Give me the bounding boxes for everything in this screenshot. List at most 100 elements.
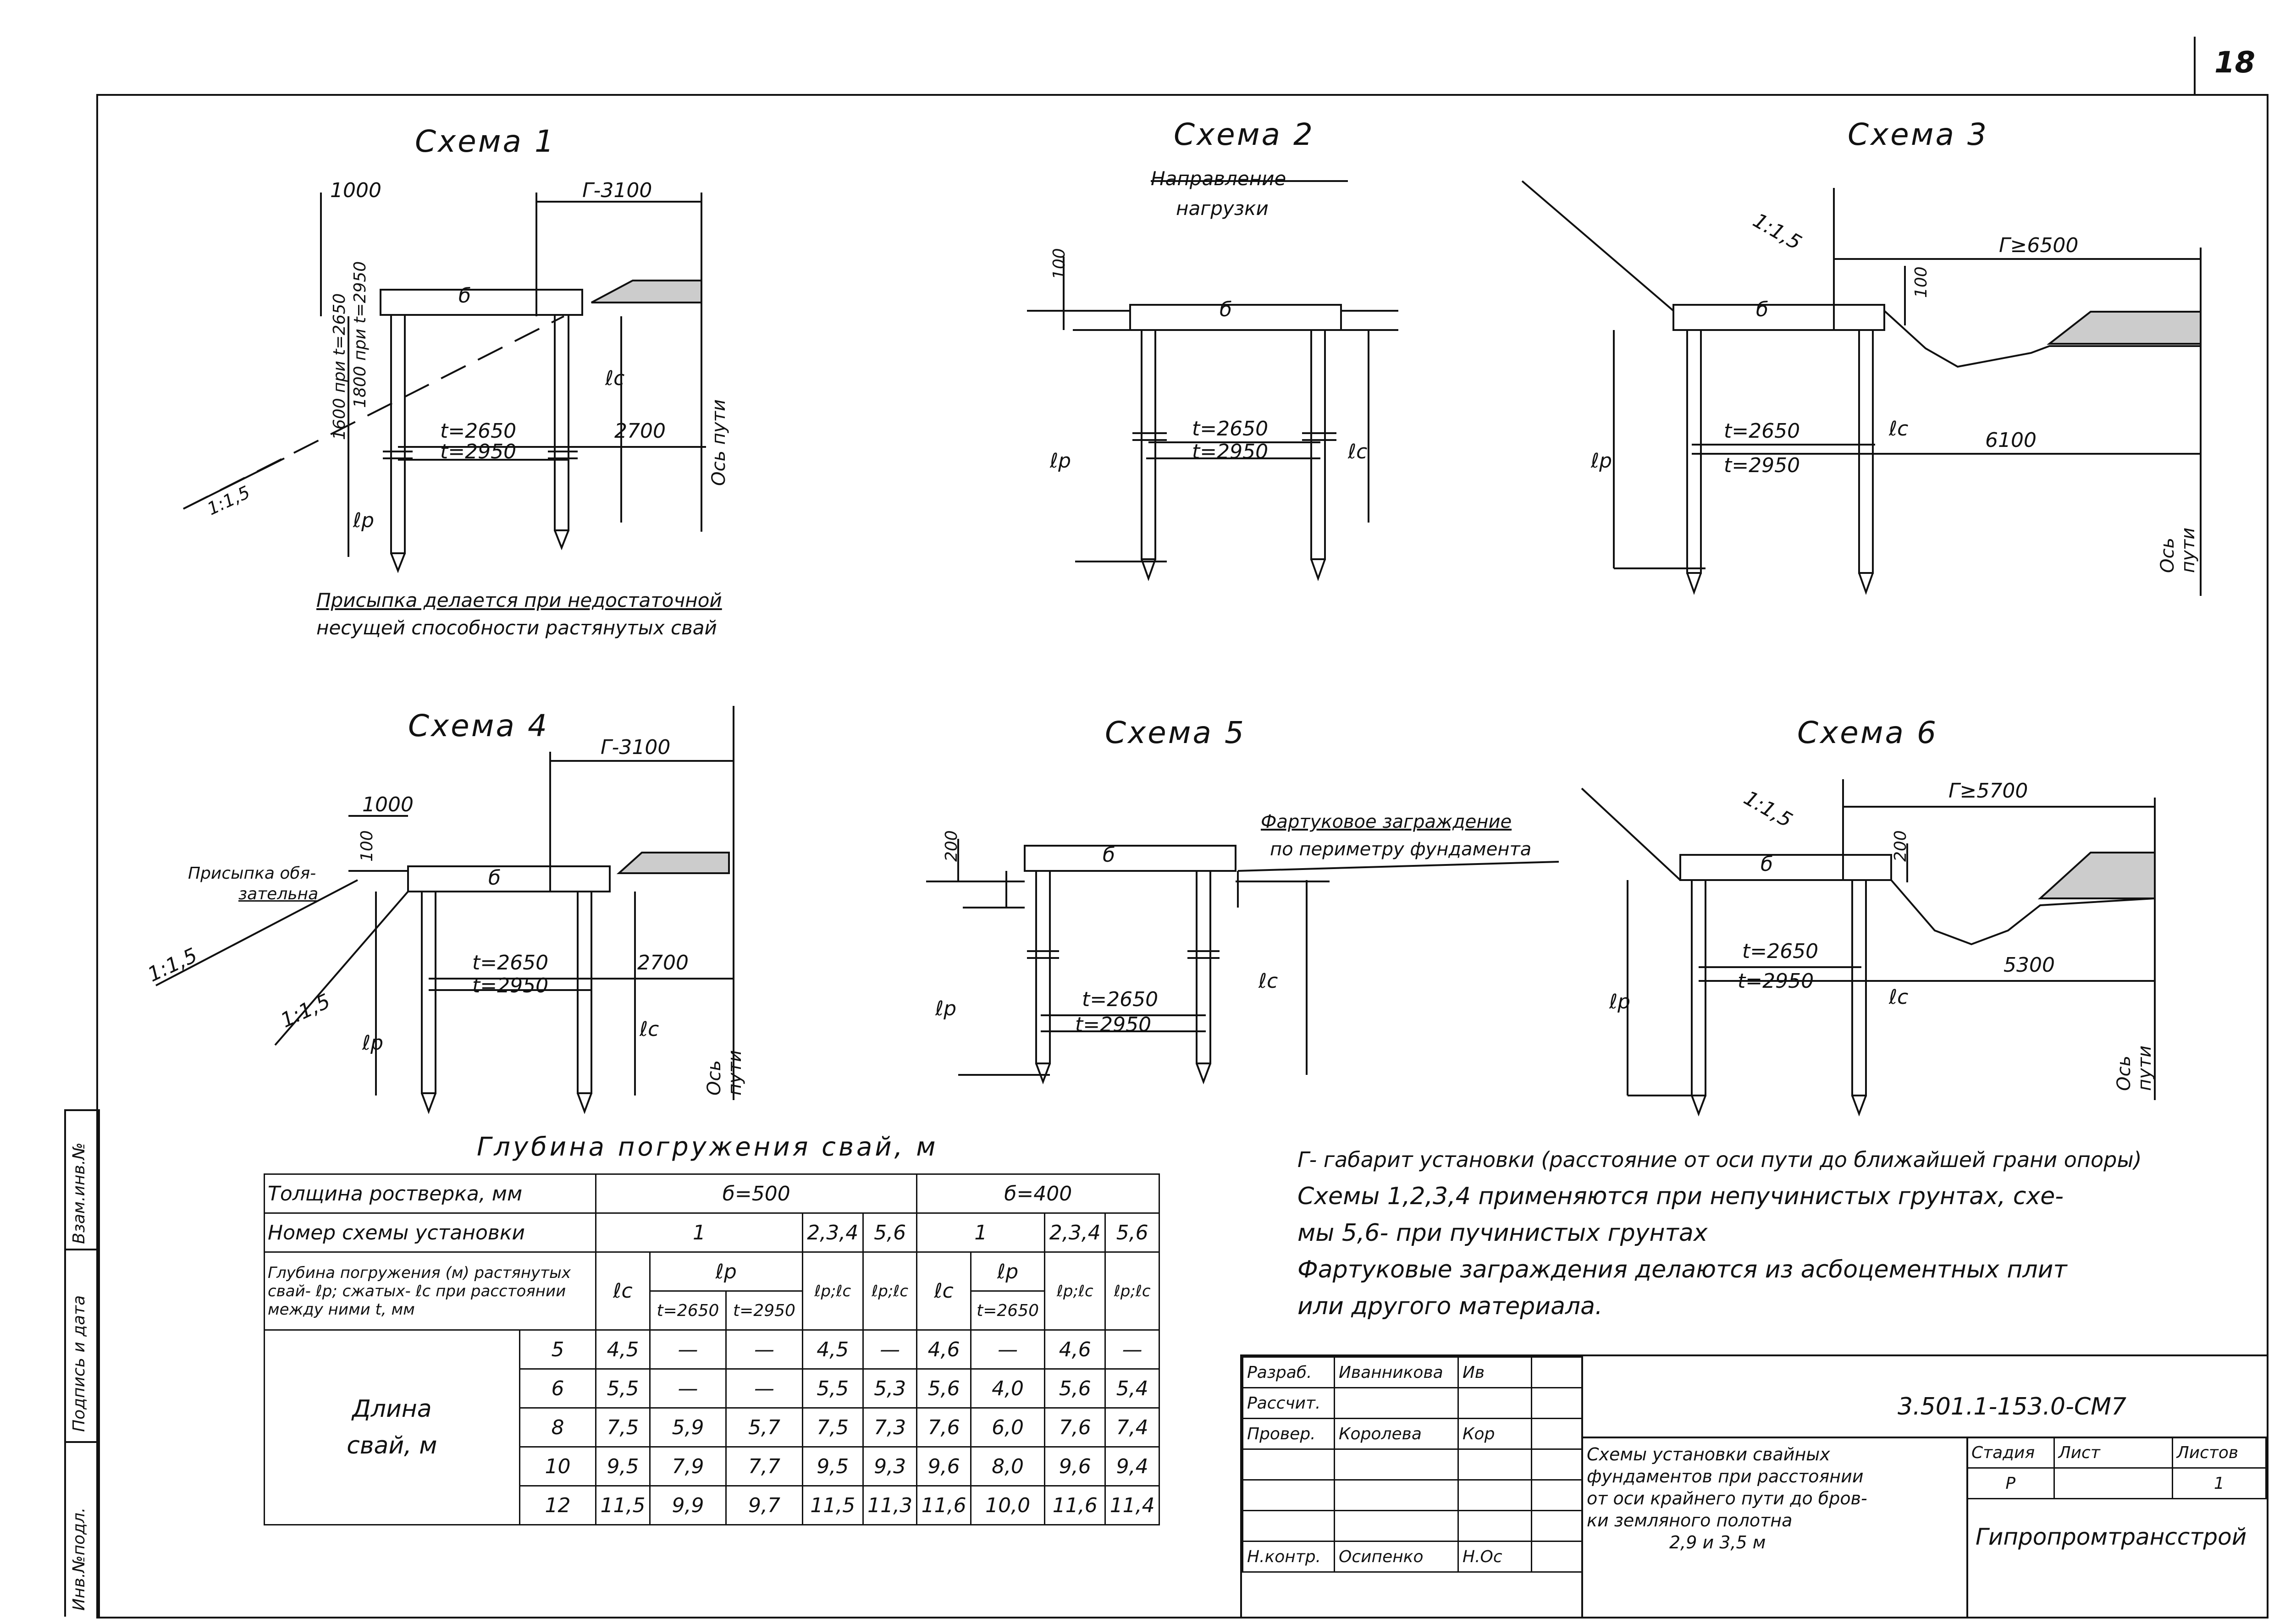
cell: 5,5 — [595, 1368, 651, 1409]
scheme-6-t2: t=2950 — [1738, 969, 1814, 993]
scheme-1-title: Схема 1 — [415, 124, 556, 159]
scheme-3-dim-h: 100 — [1912, 266, 1931, 298]
scheme-5-lc: ℓc — [1258, 969, 1278, 993]
cell: 7,5 — [595, 1407, 651, 1448]
scheme-3-axis-1: Ось — [2157, 537, 2178, 573]
role-date — [1531, 1356, 1583, 1388]
header-depth: Глубина погружения (м) растянутых свай- … — [263, 1251, 597, 1331]
role-sign: Ив — [1457, 1356, 1532, 1388]
scheme-2-lp: ℓp — [1050, 449, 1071, 473]
length-label-2: свай, м — [347, 1432, 437, 1459]
length-label: Длина свай, м — [264, 1329, 520, 1525]
note-4: Фартуковые заграждения делаются из асбоц… — [1297, 1256, 2067, 1283]
note-3: мы 5,6- при пучинистых грунтах — [1297, 1219, 1708, 1247]
cell: 10,0 — [970, 1485, 1046, 1525]
scheme-4-t1: t=2650 — [472, 951, 549, 974]
scheme-4-t2: t=2950 — [472, 974, 549, 997]
scheme-1-dim-width: 1000 — [330, 179, 381, 202]
scheme-3-title: Схема 3 — [1848, 117, 1988, 152]
cell: 9,9 — [649, 1485, 727, 1525]
role-sign: Н.Ос — [1457, 1541, 1532, 1573]
sub-lplc-b: ℓp;ℓc — [862, 1251, 918, 1331]
role-date — [1531, 1510, 1583, 1542]
description-line: ки земляного полотна — [1587, 1510, 1793, 1530]
header-b400: б=400 — [916, 1173, 1160, 1214]
length-label-1: Длина — [352, 1395, 432, 1423]
scheme-4-dist: 2700 — [637, 951, 689, 974]
scheme-6-title: Схема 6 — [1797, 715, 1938, 750]
cell: 7,4 — [1104, 1407, 1160, 1448]
note-1: Г- габарит установки (расстояние от оси … — [1297, 1147, 2142, 1172]
cell: 5,4 — [1104, 1368, 1160, 1409]
cell: 11,6 — [1044, 1485, 1106, 1525]
cell: 4,5 — [595, 1329, 651, 1370]
sheet-number-divider — [2194, 37, 2196, 94]
description-line: фундаментов при расстоянии — [1587, 1466, 1864, 1486]
depth-table: Толщина ростверка, мм б=500 б=400 Номер … — [263, 1173, 1160, 1525]
len-12: 12 — [519, 1485, 597, 1525]
cell: — — [1104, 1329, 1160, 1370]
cell: 4,0 — [970, 1368, 1046, 1409]
role: Рассчит. — [1242, 1387, 1335, 1419]
note-5: или другого материала. — [1297, 1293, 1603, 1320]
scheme-4-gabarit: Г-3100 — [601, 736, 671, 759]
schemes-drawing — [155, 180, 2202, 1117]
note-2: Схемы 1,2,3,4 применяются при непучинист… — [1297, 1183, 2064, 1210]
role-sign — [1457, 1510, 1532, 1542]
cell: 7,9 — [649, 1446, 727, 1486]
cell: — — [725, 1368, 803, 1409]
len-5: 5 — [519, 1329, 597, 1370]
scheme-col-56a: 5,6 — [862, 1212, 918, 1253]
role — [1242, 1448, 1335, 1481]
role-date — [1531, 1387, 1583, 1419]
scheme-5-apron-2: по периметру фундамента — [1270, 839, 1532, 860]
margin-inv-number: Инв.№подл. — [70, 1507, 88, 1611]
role — [1242, 1479, 1335, 1511]
scheme-4-drawing — [155, 706, 734, 1114]
role-name — [1334, 1387, 1459, 1419]
len-10: 10 — [519, 1446, 597, 1486]
scheme-6-lp: ℓp — [1609, 990, 1631, 1013]
header-thickness: Толщина ростверка, мм — [263, 1173, 597, 1214]
cell: 9,5 — [801, 1446, 864, 1486]
scheme-5-t1: t=2650 — [1082, 988, 1159, 1011]
cell: 11,6 — [916, 1485, 971, 1525]
margin-stamp: Взам.инв.№ Подпись и дата Инв.№подл. — [64, 1109, 100, 1617]
scheme-4-axis-2: пути — [724, 1050, 745, 1096]
cell: 7,5 — [801, 1407, 864, 1448]
scheme-2-lc: ℓc — [1348, 440, 1368, 463]
scheme-3-lp: ℓp — [1591, 449, 1612, 473]
cell: — — [862, 1329, 918, 1370]
description-line: от оси крайнего пути до бров- — [1587, 1488, 1867, 1508]
cell: 5,6 — [916, 1368, 971, 1409]
scheme-6-b: б — [1761, 853, 1773, 876]
scheme-3-gabarit: Г≥6500 — [1999, 234, 2079, 257]
sub-t2950-a: t=2950 — [725, 1290, 803, 1331]
role-sign: Кор — [1457, 1418, 1532, 1450]
scheme-4-lc: ℓc — [640, 1018, 659, 1041]
scheme-col-56b: 5,6 — [1104, 1212, 1160, 1253]
scheme-2-load-2: нагрузки — [1176, 197, 1269, 220]
description: Схемы установки свайных фундаментов при … — [1587, 1443, 1867, 1553]
scheme-3-lc: ℓc — [1889, 417, 1909, 440]
scheme-3-drawing — [1521, 180, 2202, 596]
scheme-1-b: б — [458, 284, 471, 308]
role-name — [1334, 1479, 1459, 1511]
cell: — — [725, 1329, 803, 1370]
cell: 11,5 — [595, 1485, 651, 1525]
role-sign — [1457, 1448, 1532, 1481]
scheme-5-dim-h: 200 — [942, 830, 961, 862]
role: Провер. — [1242, 1418, 1335, 1450]
scheme-1-t1: t=2650 — [440, 419, 517, 443]
role-sign — [1457, 1387, 1532, 1419]
scheme-6-gabarit: Г≥5700 — [1948, 779, 2028, 803]
scheme-2-dim-h: 100 — [1050, 248, 1069, 280]
scheme-3-axis-2: пути — [2178, 527, 2199, 573]
cell: 9,6 — [1044, 1446, 1106, 1486]
organization: Гипропромтрансстрой — [1976, 1524, 2247, 1550]
scheme-5-title: Схема 5 — [1105, 715, 1246, 750]
role-date — [1531, 1479, 1583, 1511]
scheme-1-drawing — [183, 193, 706, 573]
scheme-6-t1: t=2650 — [1742, 940, 1819, 963]
document-code: 3.501.1-153.0-СМ7 — [1898, 1393, 2127, 1420]
